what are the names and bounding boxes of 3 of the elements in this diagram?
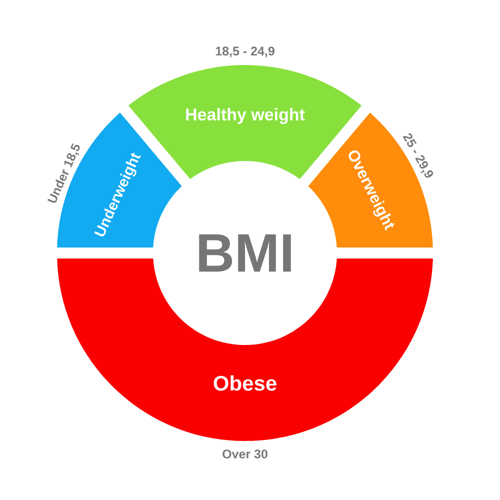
- range-label: Over 30: [222, 450, 268, 458]
- range-label: 25 - 29,9: [402, 133, 434, 178]
- range-label: 18,5 - 24,9: [216, 46, 274, 58]
